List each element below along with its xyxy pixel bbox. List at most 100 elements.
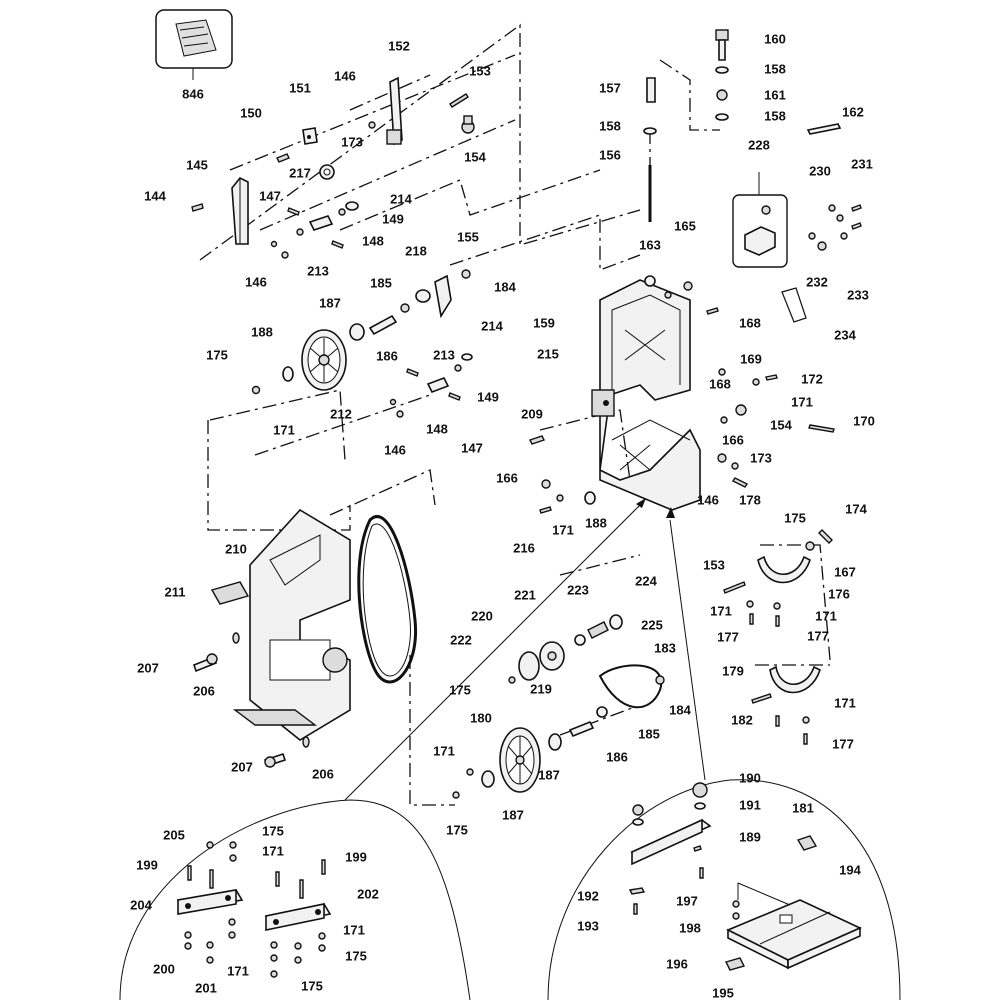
main-frame-159 — [591, 279, 701, 511]
assembly-228 — [732, 172, 788, 268]
part-label-201: 201 — [195, 980, 217, 995]
detail-callout-right — [547, 779, 901, 1000]
bracket-145 — [231, 176, 249, 245]
part-label-165: 165 — [674, 218, 696, 233]
part-label-231: 231 — [851, 156, 873, 171]
insert-181 — [796, 835, 818, 851]
part-label-177: 177 — [807, 628, 829, 643]
part-label-232: 232 — [806, 274, 828, 289]
part-label-153: 153 — [703, 557, 725, 572]
washers-158-161 — [643, 66, 729, 135]
pin-147 — [287, 207, 300, 216]
part-label-228: 228 — [748, 137, 770, 152]
part-label-197: 197 — [676, 893, 698, 908]
part-label-171: 171 — [791, 394, 813, 409]
part-label-158: 158 — [599, 118, 621, 133]
guide-148 — [296, 215, 334, 236]
part-label-192: 192 — [577, 888, 599, 903]
part-label-175: 175 — [301, 978, 323, 993]
part-label-218: 218 — [405, 243, 427, 258]
part-label-175: 175 — [345, 948, 367, 963]
part-label-210: 210 — [225, 541, 247, 556]
part-label-158: 158 — [764, 108, 786, 123]
part-label-212: 212 — [330, 406, 352, 421]
bracket-179 — [769, 665, 821, 694]
pulley-lower-180 — [452, 727, 562, 799]
part-label-183: 183 — [654, 640, 676, 655]
part-label-187: 187 — [538, 767, 560, 782]
part-label-179: 179 — [722, 663, 744, 678]
shaft-218-155 — [415, 269, 471, 319]
part-label-187: 187 — [319, 295, 341, 310]
part-label-176: 176 — [828, 586, 850, 601]
part-label-178: 178 — [739, 492, 761, 507]
part-label-171: 171 — [815, 608, 837, 623]
part-label-152: 152 — [388, 38, 410, 53]
part-label-146: 146 — [334, 68, 356, 83]
part-label-170: 170 — [853, 413, 875, 428]
part-label-148: 148 — [362, 233, 384, 248]
part-label-193: 193 — [577, 918, 599, 933]
part-label-157: 157 — [599, 80, 621, 95]
part-label-166: 166 — [722, 432, 744, 447]
part-label-190: 190 — [739, 770, 761, 785]
part-label-175: 175 — [206, 347, 228, 362]
part-label-174: 174 — [845, 501, 867, 516]
part-label-216: 216 — [513, 540, 535, 555]
part-label-188: 188 — [251, 324, 273, 339]
part-label-202: 202 — [357, 886, 379, 901]
plate-234 — [781, 287, 807, 323]
part-label-175: 175 — [446, 822, 468, 837]
bracket-176 — [757, 529, 833, 584]
part-label-175: 175 — [449, 682, 471, 697]
guide-lower-148 — [389, 353, 473, 418]
frame-hardware — [529, 275, 835, 514]
part-label-147: 147 — [461, 440, 483, 455]
clip-214-149 — [338, 201, 359, 216]
part-label-224: 224 — [635, 573, 657, 588]
part-label-234: 234 — [834, 327, 856, 342]
pulley-upper-212 — [301, 329, 347, 391]
part-label-160: 160 — [764, 31, 786, 46]
part-label-221: 221 — [514, 587, 536, 602]
part-label-162: 162 — [842, 104, 864, 119]
leader-arrows — [344, 498, 706, 801]
part-label-230: 230 — [809, 163, 831, 178]
part-label-198: 198 — [679, 920, 701, 935]
part-label-213: 213 — [433, 347, 455, 362]
part-label-166: 166 — [496, 470, 518, 485]
part-label-167: 167 — [834, 564, 856, 579]
washer-217 — [319, 164, 335, 180]
parts-bag-846 — [155, 9, 233, 80]
wheel-220-221 — [508, 614, 623, 684]
part-label-217: 217 — [289, 165, 311, 180]
pin-213 — [331, 240, 344, 249]
part-label-206: 206 — [193, 683, 215, 698]
part-label-147: 147 — [259, 188, 281, 203]
screw-150 — [276, 153, 290, 163]
part-label-153: 153 — [469, 63, 491, 78]
part-label-177: 177 — [832, 736, 854, 751]
part-label-172: 172 — [801, 371, 823, 386]
part-label-146: 146 — [245, 274, 267, 289]
part-label-215: 215 — [537, 346, 559, 361]
knob-154 — [461, 115, 475, 134]
part-label-186: 186 — [376, 348, 398, 363]
part-label-222: 222 — [450, 632, 472, 647]
bolt-160 — [715, 29, 729, 61]
part-label-146: 146 — [697, 492, 719, 507]
part-label-171: 171 — [710, 603, 732, 618]
knob-207-206 — [193, 632, 310, 768]
part-label-181: 181 — [792, 800, 814, 815]
part-label-163: 163 — [639, 237, 661, 252]
part-label-148: 148 — [426, 421, 448, 436]
part-label-154: 154 — [770, 417, 792, 432]
part-label-204: 204 — [130, 897, 152, 912]
part-label-151: 151 — [289, 80, 311, 95]
part-label-149: 149 — [382, 211, 404, 226]
pin-157 — [646, 77, 656, 103]
part-label-194: 194 — [839, 862, 861, 877]
part-label-191: 191 — [739, 797, 761, 812]
part-label-185: 185 — [638, 726, 660, 741]
